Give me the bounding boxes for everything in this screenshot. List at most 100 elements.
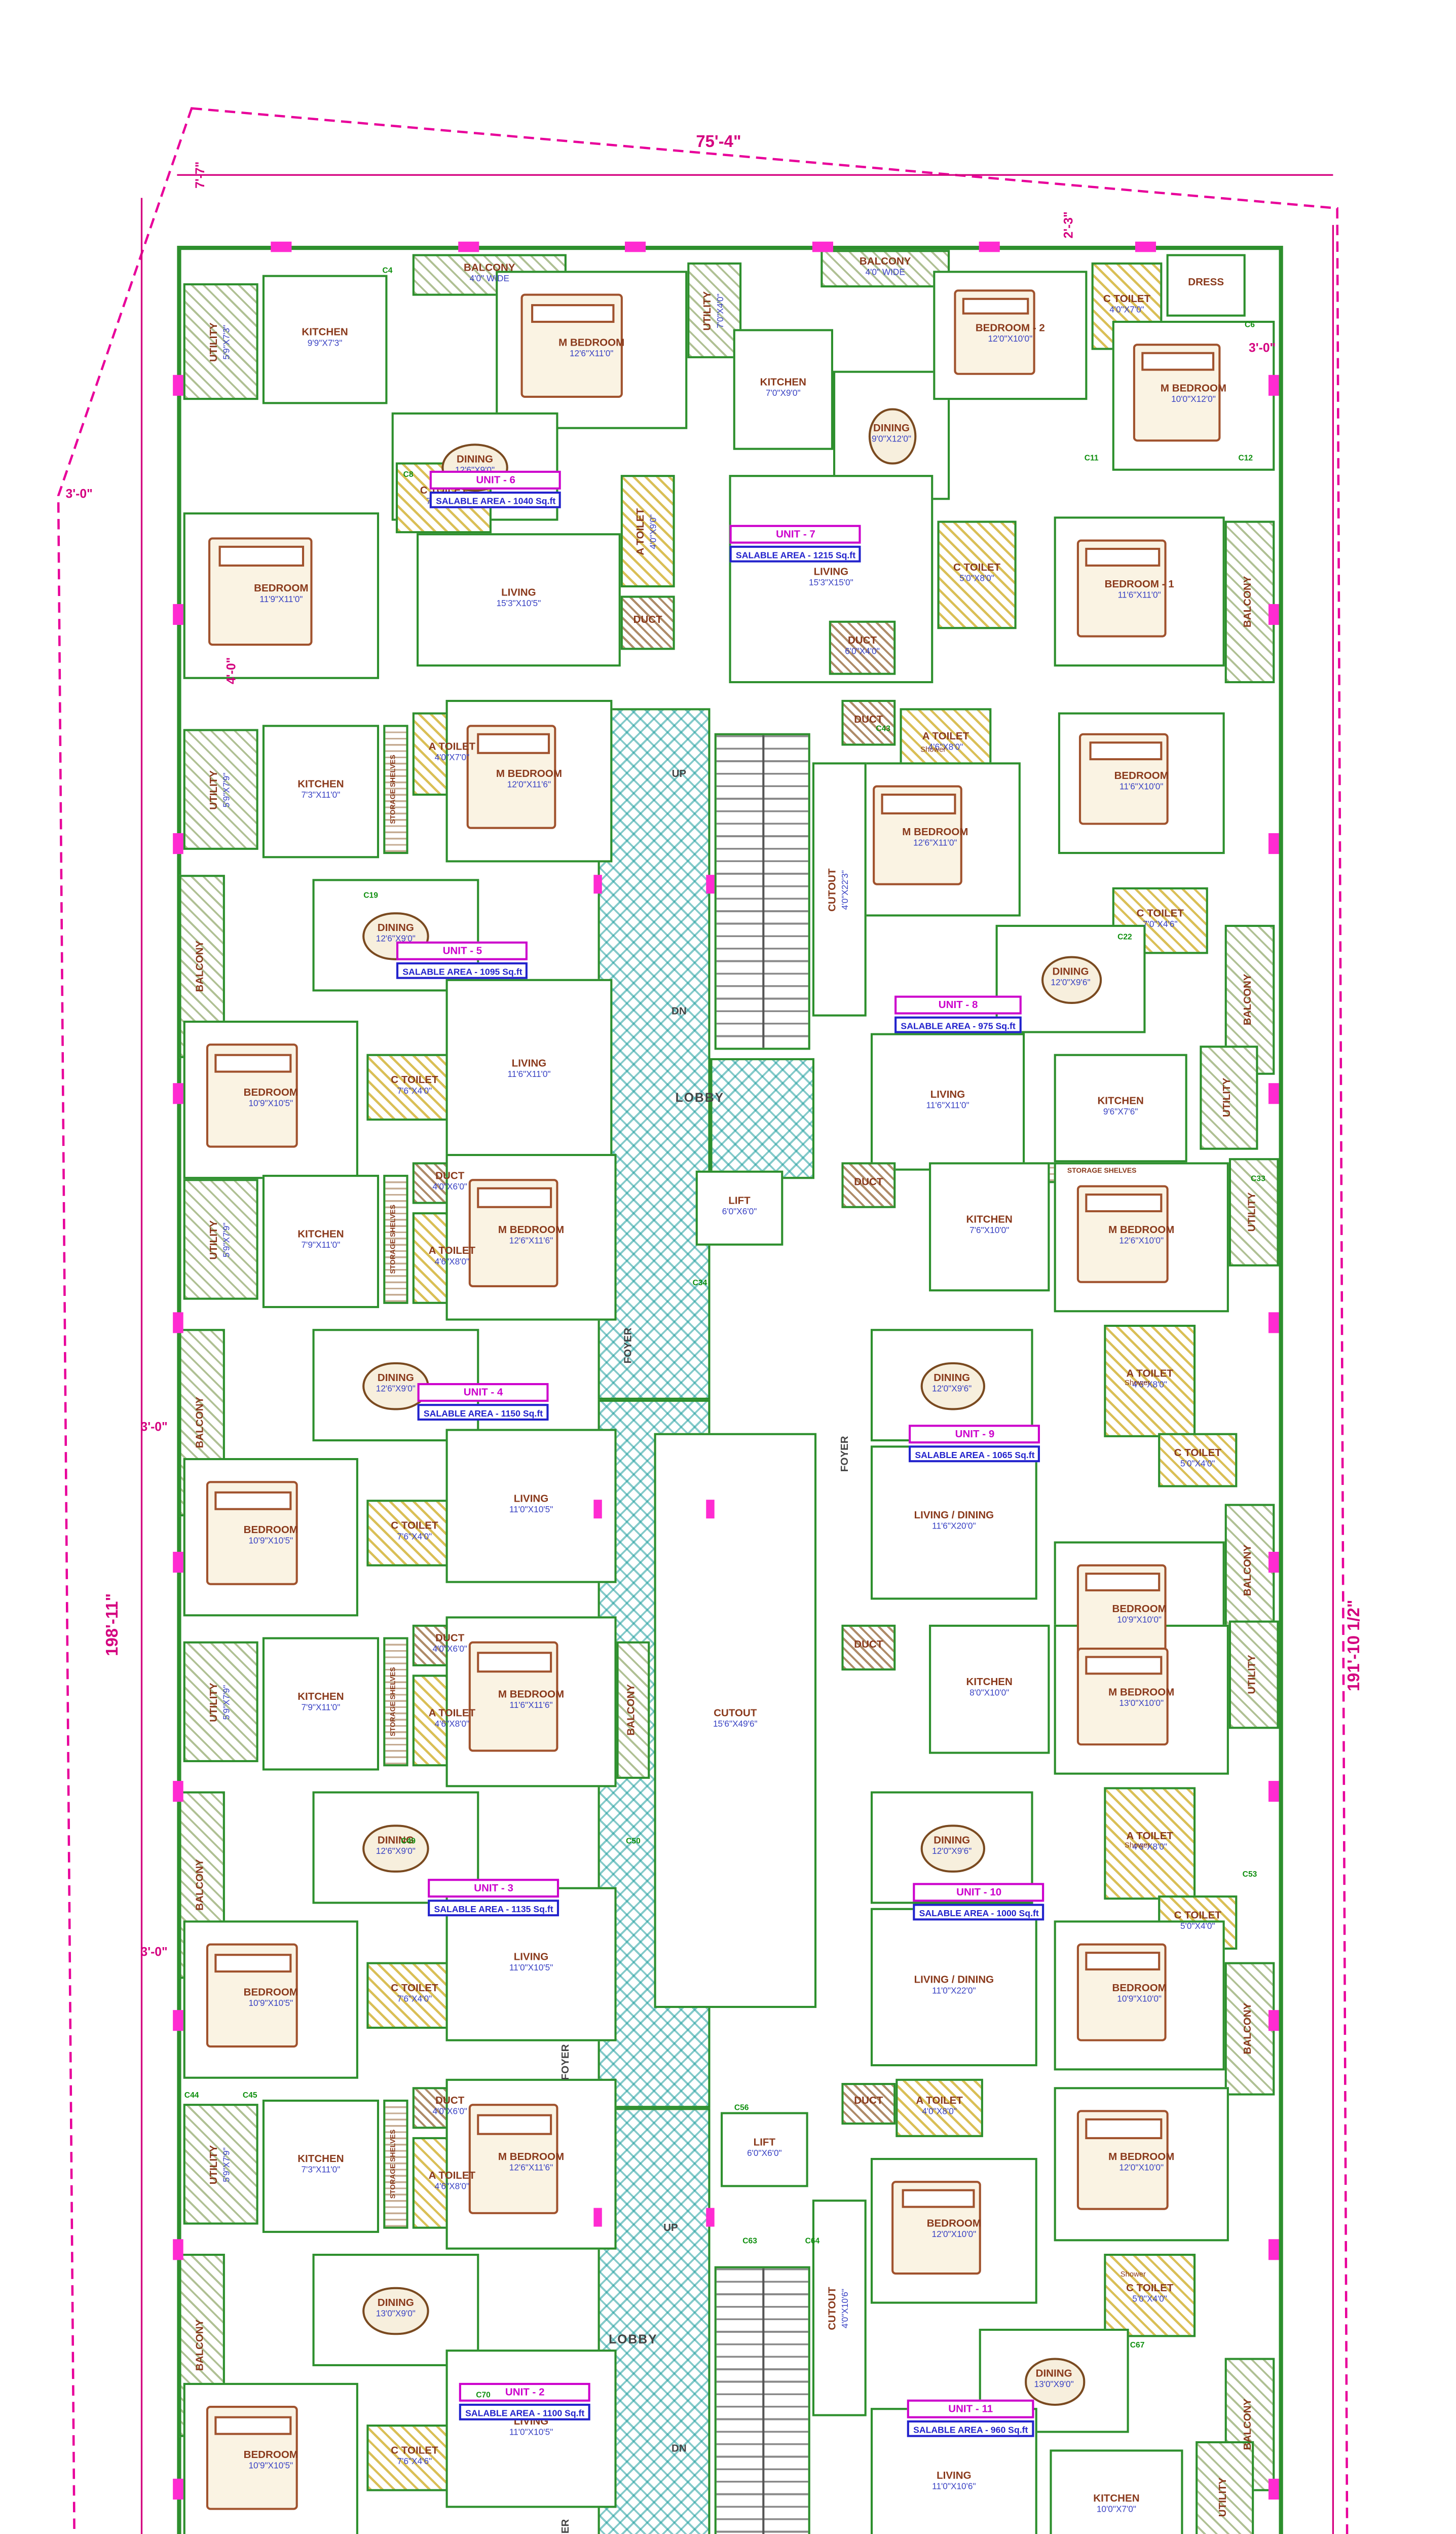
- dimension-label: 3'-0": [140, 1423, 168, 1435]
- room-label: BALCONY: [1242, 974, 1254, 1026]
- room-label: BALCONY: [1242, 1545, 1254, 1596]
- salable-area-label: SALABLE AREA - 975 Sq.ft: [894, 1016, 1022, 1033]
- room-storage-shelves: STORAGE SHELVES: [383, 1175, 408, 1304]
- room-storage-shelves: STORAGE SHELVES: [383, 725, 408, 854]
- door-window-marker: [593, 875, 602, 894]
- unit-number-label: UNIT - 2: [459, 2382, 591, 2402]
- salable-area-label: SALABLE AREA - 1040 Sq.ft: [429, 491, 562, 508]
- door-window-marker: [1268, 833, 1279, 854]
- unit-number-label: UNIT - 5: [396, 941, 529, 960]
- room-label: BALCONY: [194, 941, 207, 992]
- dimension-label: 75'-4": [696, 132, 741, 151]
- dimension-label: 191'-10 1/2": [1345, 1599, 1363, 1692]
- bed-icon: [468, 1178, 559, 1287]
- site-boundary: [57, 107, 1349, 2534]
- door-window-marker: [625, 241, 646, 252]
- core-label-foyer: FOYER: [622, 1327, 636, 1364]
- dining-table-icon: [920, 1361, 985, 1411]
- core-label-foyer: FOYER: [561, 2519, 573, 2534]
- room-utility: UTILITY: [1196, 2441, 1254, 2534]
- salable-area-label: SALABLE AREA - 1150 Sq.ft: [417, 1404, 549, 1421]
- dimension-label: 198'-11": [103, 1593, 122, 1656]
- unit-number-label: UNIT - 8: [894, 995, 1022, 1015]
- door-window-marker: [706, 875, 715, 894]
- column-marker-c45: C45: [242, 2091, 257, 2100]
- room-duct: DUCT: [841, 2083, 896, 2125]
- door-window-marker: [1135, 241, 1156, 252]
- bed-icon: [1076, 1184, 1170, 1283]
- column-marker-c63: C63: [742, 2237, 757, 2246]
- corridor-hatch: [710, 1058, 815, 1179]
- column-marker-c67: C67: [1130, 2341, 1145, 2350]
- door-window-marker: [1268, 1781, 1279, 1802]
- room-balcony: BALCONY: [1224, 2358, 1275, 2491]
- room-label: STORAGE SHELVES: [389, 1667, 398, 1737]
- dimension-label: 3'-0": [140, 1947, 168, 1960]
- bed-icon: [520, 294, 622, 397]
- room-label: UTILITY: [1246, 1193, 1258, 1232]
- room-label: BALCONY: [625, 1684, 638, 1736]
- column-marker-c19: C19: [363, 891, 378, 900]
- column-marker-c12: C12: [1238, 454, 1253, 463]
- bed-icon: [1133, 343, 1220, 441]
- room-label: BALCONY: [194, 1397, 207, 1448]
- bed-icon: [468, 2104, 559, 2215]
- column-marker-c44: C44: [184, 2091, 199, 2100]
- room-balcony: BALCONY: [1224, 1962, 1275, 2096]
- unit-number-label: UNIT - 3: [428, 1879, 560, 1898]
